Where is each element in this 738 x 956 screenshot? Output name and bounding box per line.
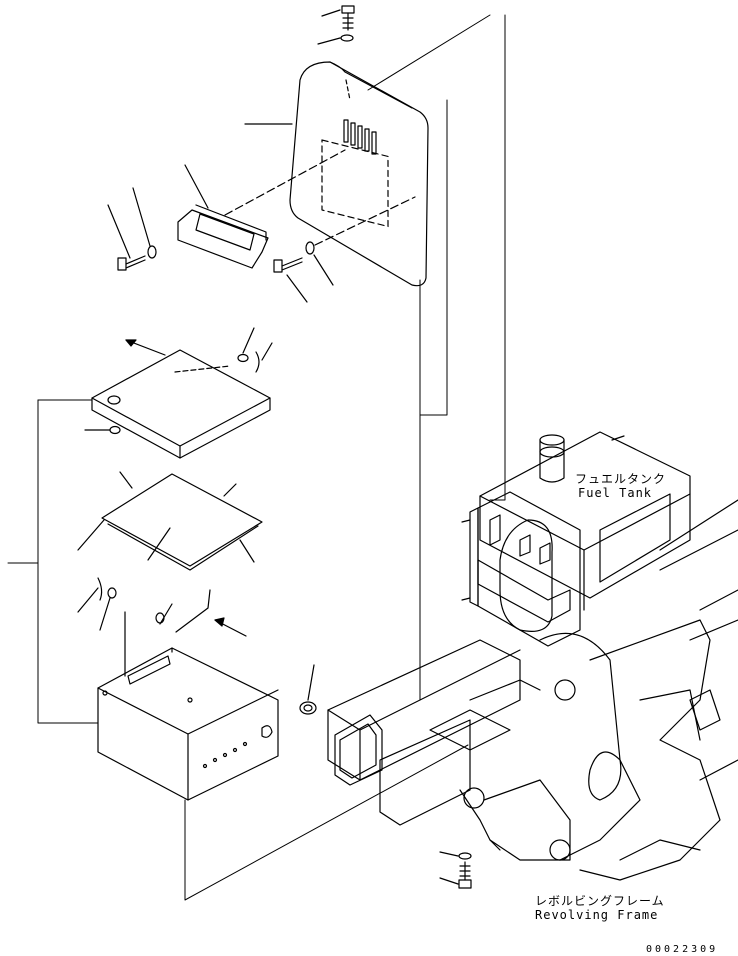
lid-nut [84,425,121,435]
revolving-frame-label-jp: レボルビングフレーム [535,894,665,908]
top-bolt [321,5,355,31]
bottom-washer [439,851,472,860]
left-washer [132,187,157,259]
revolving-frame [327,499,738,881]
grommet [299,664,317,715]
assembly-leader-lines [7,14,506,901]
right-washer [305,196,416,286]
bottom-bolt [439,861,472,889]
revolving-frame-label-en: Revolving Frame [535,908,659,922]
fuel-tank-label-en: Fuel Tank [578,486,653,500]
vent-grille [343,119,377,155]
cover-panel [244,61,429,287]
tank-bracket [461,491,581,647]
battery-box [97,611,279,801]
hold-down-plate [77,471,263,571]
battery-lid [91,339,271,459]
fuel-tank-label-jp: フュエルタンク [575,472,667,486]
lid-washer [237,327,255,363]
left-bolt [107,204,146,271]
top-washer [317,34,354,45]
box-fasteners [77,577,247,637]
document-number: 00022309 [646,944,719,955]
filler-cap [539,434,565,483]
right-bolt [273,257,308,303]
lid-pin [255,342,273,373]
mounting-bracket [177,149,346,269]
fuel-tank [479,431,691,611]
